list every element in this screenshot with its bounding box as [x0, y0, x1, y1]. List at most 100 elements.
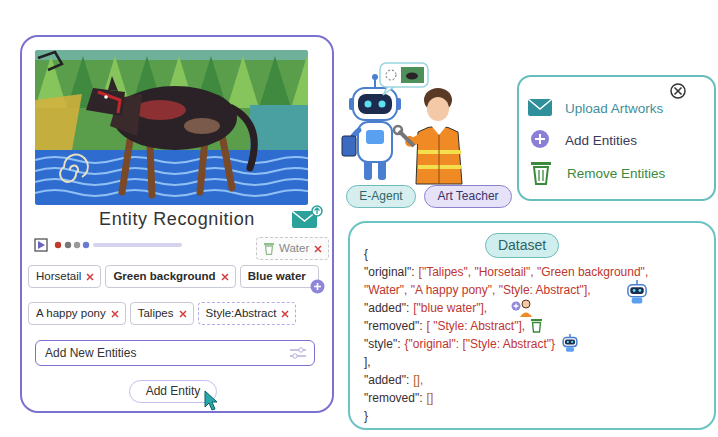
menu-icons [528, 84, 685, 184]
settings-slider [299, 347, 303, 351]
agent-teacher-icon [514, 304, 519, 309]
remove-icon [539, 170, 543, 181]
horse-leg [122, 140, 130, 192]
pill-text: Dataset [498, 237, 546, 254]
dataset-box: Dataset{"original":["Talipes", "Horsetai… [348, 221, 716, 430]
robot-icon [561, 334, 579, 352]
chip-text: A happy pony [36, 307, 106, 321]
painting-mountain [227, 56, 259, 108]
agent-teacher-icon [520, 313, 532, 318]
robot-icon [567, 341, 569, 343]
horse-leg [150, 145, 152, 195]
upload-icon [528, 99, 552, 109]
trash-icon [264, 242, 274, 255]
remove-icon [534, 167, 548, 184]
json-text: "removed": [364, 319, 423, 333]
settings-slider [290, 347, 306, 359]
upload-icon [312, 206, 322, 216]
robot-antenna [372, 74, 378, 80]
agent-teacher-icon [511, 299, 535, 317]
robot-icon [627, 285, 645, 297]
painting-wave [35, 190, 308, 196]
entity-chip: Water [256, 237, 329, 260]
role-pill: Art Teacher [424, 185, 511, 208]
json-text: "removed": [364, 391, 423, 405]
horse-patch [134, 100, 186, 120]
remove-icon [531, 162, 551, 165]
close-icon [675, 88, 682, 95]
menu-text: Add Entities [565, 133, 637, 149]
artwork-painting [35, 50, 308, 205]
json-text: "original": [364, 265, 415, 279]
json-text: [ "Style: Abstract"], [427, 319, 526, 333]
panel-text: Entity Recognition [22, 209, 332, 231]
remove-cross [221, 273, 229, 281]
add-button: Add Entity [129, 380, 218, 403]
player-dot [65, 242, 71, 248]
json-text: ["blue water"], [413, 301, 487, 315]
robot-icon [566, 347, 574, 351]
trash-icon [531, 318, 542, 333]
vest-seam [439, 134, 440, 184]
chip-text: Style:Abstract [206, 307, 277, 321]
entity-chip: A happy pony [28, 302, 126, 325]
pill-text: Art Teacher [437, 189, 498, 203]
play-button [35, 239, 47, 251]
menu-text: Upload Artworks [565, 101, 663, 117]
painting-swirl [60, 155, 88, 182]
robot-icon [631, 298, 642, 304]
horse-ear [108, 76, 118, 91]
play-button [38, 241, 45, 249]
progress-bar [93, 243, 182, 247]
add-badge [310, 279, 325, 294]
art-teacher-figure [394, 88, 462, 184]
entity-input: Add New Entities [35, 340, 315, 366]
json-text: { [364, 247, 368, 261]
horse-head [86, 88, 125, 116]
add-icon [535, 134, 545, 144]
teacher-face [427, 97, 449, 121]
remove-cross [86, 273, 94, 281]
media-player [35, 239, 182, 251]
pill-text: E-Agent [359, 189, 402, 203]
entity-chip: Horsetail [28, 265, 101, 288]
remove-cross [314, 245, 322, 253]
role-pill: E-Agent [346, 185, 415, 208]
trash-icon [533, 323, 541, 333]
chip-text: Blue water [248, 270, 306, 284]
painting-mountain [259, 56, 291, 108]
role-pill: Dataset [485, 233, 559, 258]
remove-cross [180, 311, 186, 317]
robot-head [353, 88, 397, 120]
upload-icon [292, 206, 322, 228]
e-agent-robot [342, 74, 401, 180]
menu-text: Remove Entities [567, 166, 665, 182]
json-text: {"original": ["Style: Abstract"} [405, 337, 555, 351]
robot-eye [379, 101, 386, 108]
entity-panel: WaterHorsetail Green background Blue water… [20, 35, 334, 413]
mouse-cursor [205, 391, 219, 411]
entity-chip: Talipes [130, 302, 194, 325]
robot-icon [630, 287, 643, 294]
add-badge [310, 280, 324, 294]
json-text: "added": [364, 301, 409, 315]
agent-teacher-icon [522, 300, 530, 308]
artwork-thumbnail [401, 67, 424, 83]
player-dot [55, 242, 61, 248]
horse-leg [222, 135, 232, 188]
json-text: [], [413, 373, 423, 387]
painting-patch [250, 105, 308, 155]
json-text: "added": [364, 373, 409, 387]
loading-circle [386, 70, 396, 80]
robot-icon [638, 289, 641, 292]
robot-icon [571, 341, 573, 343]
chip-text: Green background [113, 270, 215, 284]
input-text: Add New Entities [45, 346, 136, 360]
button-text: Add Entity [146, 384, 201, 398]
speech-bubble [380, 63, 428, 95]
painting-mountain [291, 56, 308, 108]
trash-icon [266, 246, 273, 255]
remove-cross [179, 310, 187, 318]
robot-body [358, 122, 392, 162]
